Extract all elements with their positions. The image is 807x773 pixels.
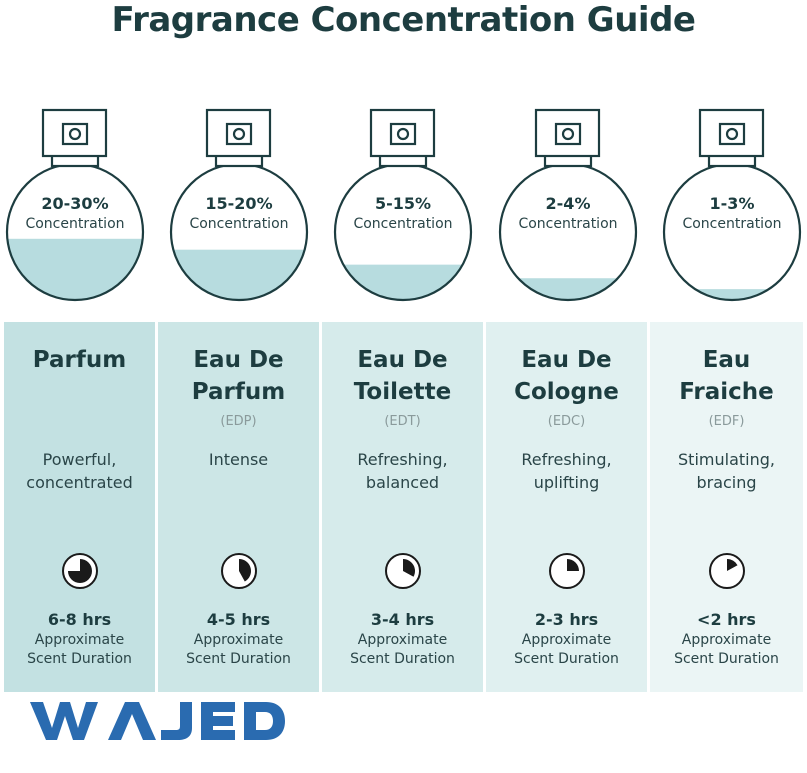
liquid-level: [664, 289, 800, 300]
scent-duration-label: Scent Duration: [350, 651, 455, 667]
duration-caption: Approximate Scent Duration: [322, 631, 483, 669]
type-name-line: Eau: [702, 347, 751, 373]
type-name: Eau De Cologne: [486, 344, 647, 408]
wajed-logo: [30, 702, 285, 740]
duration-clock-icon: [220, 553, 257, 589]
approximate-label: Approximate: [193, 632, 284, 648]
type-name-line: Eau De: [357, 347, 448, 373]
duration-clock-icon: [384, 553, 421, 589]
type-abbreviation: (EDC): [547, 414, 586, 429]
panel-parfum: Parfum Powerful, concentrated 6-8 hrs Ap…: [4, 322, 155, 692]
scent-duration-label: Scent Duration: [514, 651, 619, 667]
type-abbreviation: (EDT): [384, 414, 421, 429]
panel-eau-de-parfum: Eau De Parfum (EDP) Intense 4-5 hrs Appr…: [158, 322, 319, 692]
panel-eau-fraiche: Eau Fraiche (EDF) Stimulating, bracing <…: [650, 322, 803, 692]
concentration-label: Concentration: [682, 216, 782, 232]
bottle-parfum: 20-30% Concentration: [0, 100, 150, 310]
bottle-eau-fraiche: 1-3% Concentration: [657, 100, 807, 310]
duration-caption: Approximate Scent Duration: [158, 631, 319, 669]
perfume-bottle-icon: [662, 108, 802, 302]
concentration-label: Concentration: [25, 216, 125, 232]
type-description: Refreshing, balanced: [322, 448, 483, 494]
type-name-line: Fraiche: [679, 379, 774, 405]
perfume-bottle-icon: [5, 108, 145, 302]
description-line: uplifting: [533, 473, 600, 492]
type-abbreviation: (EDF): [708, 414, 745, 429]
approximate-label: Approximate: [521, 632, 612, 648]
concentration-label: Concentration: [189, 216, 289, 232]
approximate-label: Approximate: [681, 632, 772, 648]
duration-wedge: [67, 559, 92, 583]
type-description: Intense: [158, 448, 319, 471]
description-line: Refreshing,: [521, 450, 612, 469]
liquid-level: [335, 264, 471, 300]
type-panels: Parfum Powerful, concentrated 6-8 hrs Ap…: [0, 322, 807, 692]
scent-duration-label: Scent Duration: [674, 651, 779, 667]
type-name-line: Parfum: [191, 379, 286, 405]
panel-eau-de-toilette: Eau De Toilette (EDT) Refreshing, balanc…: [322, 322, 483, 692]
duration-caption: Approximate Scent Duration: [486, 631, 647, 669]
type-name: Eau De Toilette: [322, 344, 483, 408]
duration-caption: Approximate Scent Duration: [4, 631, 155, 669]
bottle-eau-de-cologne: 2-4% Concentration: [493, 100, 643, 310]
duration-hours: 6-8 hrs: [47, 610, 112, 629]
liquid-level: [7, 238, 143, 300]
duration-clock-icon: [548, 553, 585, 589]
type-name: Eau Fraiche: [650, 344, 803, 408]
concentration-percentage: 15-20%: [205, 194, 273, 213]
description-line: balanced: [365, 473, 440, 492]
type-description: Powerful, concentrated: [4, 448, 155, 494]
page-title: Fragrance Concentration Guide: [111, 0, 696, 40]
duration-hours: 4-5 hrs: [206, 610, 271, 629]
description-line: Refreshing,: [357, 450, 448, 469]
panel-eau-de-cologne: Eau De Cologne (EDC) Refreshing, uplifti…: [486, 322, 647, 692]
description-line: bracing: [696, 473, 757, 492]
type-name: Parfum: [4, 344, 155, 376]
type-name: Eau De Parfum: [158, 344, 319, 408]
type-name-line: Eau De: [193, 347, 284, 373]
concentration-percentage: 20-30%: [41, 194, 109, 213]
perfume-bottle-icon: [333, 108, 473, 302]
duration-hours: <2 hrs: [697, 610, 756, 629]
description-line: Stimulating,: [678, 450, 775, 469]
type-name-line: Cologne: [514, 379, 619, 405]
concentration-label: Concentration: [353, 216, 453, 232]
concentration-percentage: 1-3%: [709, 194, 755, 213]
scent-duration-label: Scent Duration: [186, 651, 291, 667]
duration-hours: 2-3 hrs: [534, 610, 599, 629]
duration-hours: 3-4 hrs: [370, 610, 435, 629]
approximate-label: Approximate: [34, 632, 125, 648]
perfume-bottle-icon: [498, 108, 638, 302]
bottle-eau-de-parfum: 15-20% Concentration: [164, 100, 314, 310]
bottle-row: 20-30% Concentration 15-20% Concentratio…: [0, 100, 807, 310]
type-name-line: Eau De: [521, 347, 612, 373]
duration-wedge: [402, 559, 415, 577]
duration-wedge: [726, 559, 738, 571]
liquid-level: [171, 249, 307, 300]
description-line: Powerful,: [42, 450, 117, 469]
concentration-label: Concentration: [518, 216, 618, 232]
duration-wedge: [238, 559, 251, 582]
concentration-percentage: 2-4%: [545, 194, 591, 213]
type-name-line: Parfum: [32, 347, 127, 373]
concentration-percentage: 5-15%: [374, 194, 432, 213]
duration-caption: Approximate Scent Duration: [650, 631, 803, 669]
bottle-eau-de-toilette: 5-15% Concentration: [328, 100, 478, 310]
perfume-bottle-icon: [169, 108, 309, 302]
description-line: Intense: [208, 450, 269, 469]
description-line: concentrated: [26, 473, 133, 492]
duration-wedge: [566, 559, 579, 571]
approximate-label: Approximate: [357, 632, 448, 648]
type-abbreviation: (EDP): [220, 414, 257, 429]
duration-clock-icon: [708, 553, 745, 589]
scent-duration-label: Scent Duration: [27, 651, 132, 667]
type-name-line: Toilette: [353, 379, 452, 405]
type-description: Refreshing, uplifting: [486, 448, 647, 494]
duration-clock-icon: [61, 553, 98, 589]
type-description: Stimulating, bracing: [650, 448, 803, 494]
